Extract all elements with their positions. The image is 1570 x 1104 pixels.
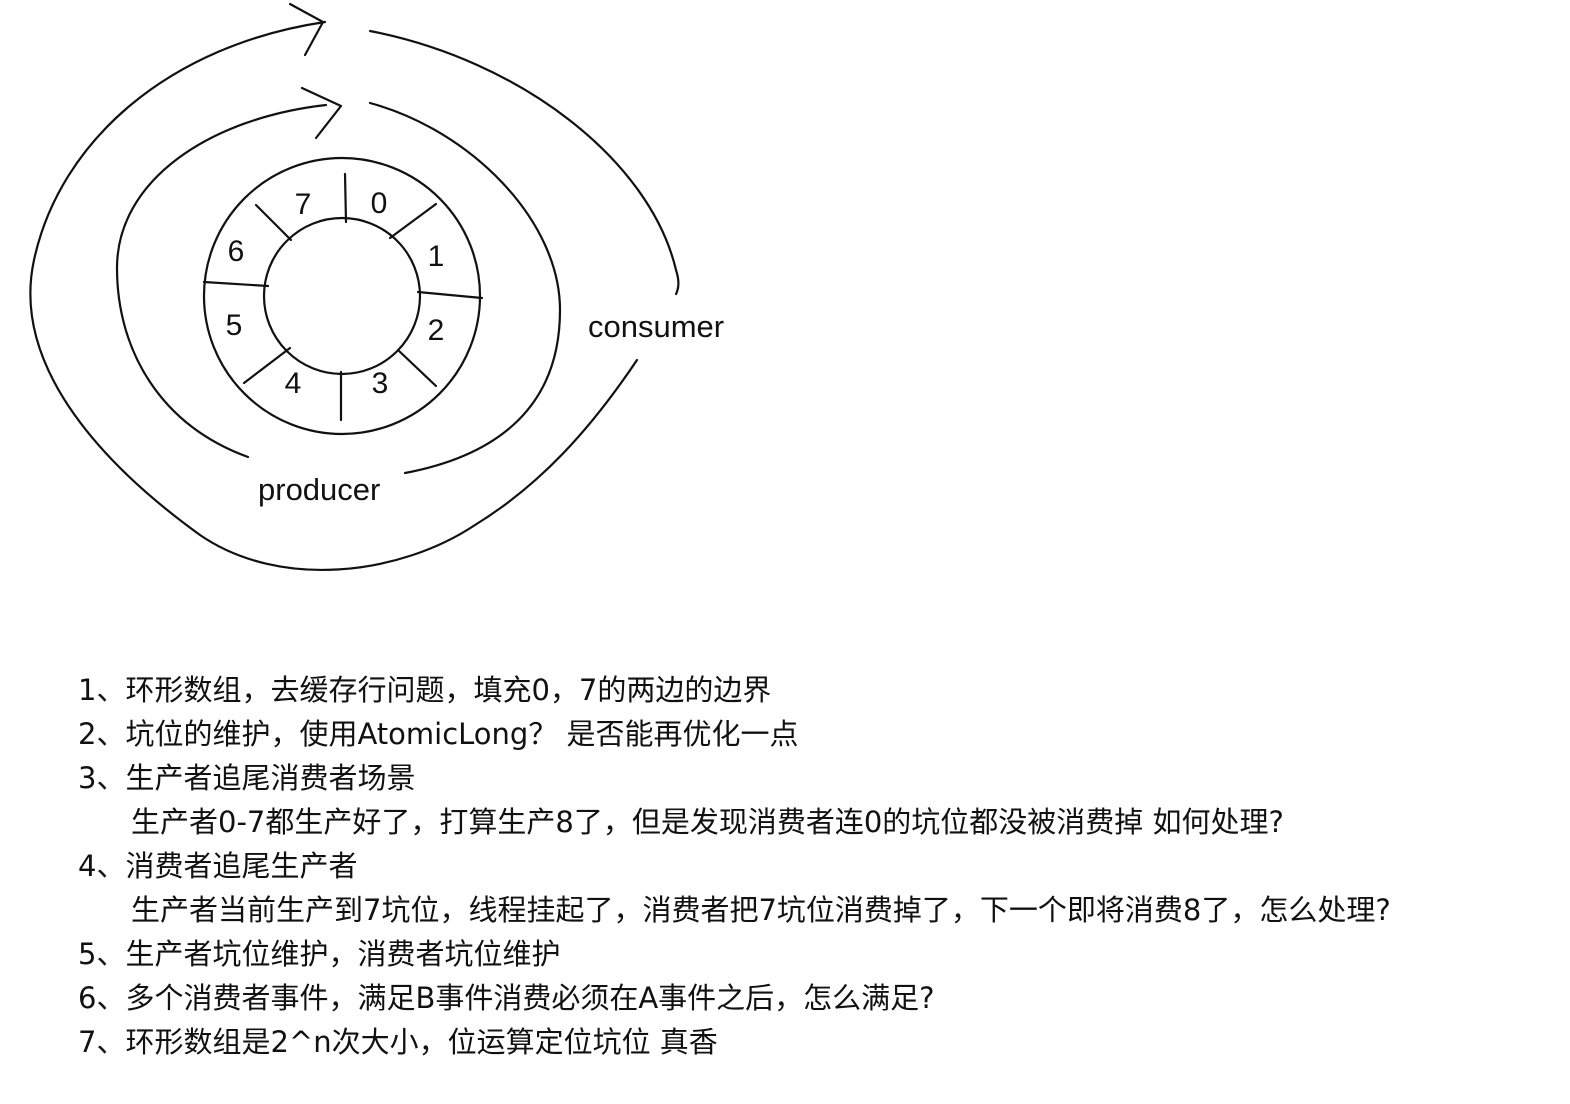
slot-label-3: 3 [372,367,389,400]
note-item: 6、多个消费者事件，满足B事件消费必须在A事件之后，怎么满足? [78,981,935,1015]
slot-label-7: 7 [295,188,312,221]
note-item: 4、消费者追尾生产者 [78,849,358,883]
consumer-arrowhead [288,2,325,57]
slot-label-5: 5 [226,309,243,342]
slot-label-2: 2 [428,314,445,347]
note-subitem: 生产者0-7都生产好了，打算生产8了，但是发现消费者连0的坑位都没被消费掉 如何… [131,805,1284,839]
ring-outer-circle [202,156,482,436]
note-subitem: 生产者当前生产到7坑位，线程挂起了，消费者把7坑位消费掉了，下一个即将消费8了，… [131,893,1391,927]
producer-label: producer [258,472,380,507]
producer-arrow-path-right [368,101,562,475]
ring-buffer-diagram: 0 1 2 3 4 5 6 7 consumer producer [29,2,724,572]
note-item: 2、坑位的维护，使用AtomicLong？ 是否能再优化一点 [78,717,799,751]
slot-label-4: 4 [285,367,302,400]
note-item: 1、环形数组，去缓存行问题，填充0，7的两边的边界 [78,673,772,707]
producer-arrow-path [115,103,328,459]
note-item: 5、生产者坑位维护，消费者坑位维护 [78,937,561,971]
notes-list: 1、环形数组，去缓存行问题，填充0，7的两边的边界 2、坑位的维护，使用Atom… [78,668,1558,1064]
slot-label-1: 1 [428,240,445,273]
slot-label-0: 0 [371,187,388,220]
slot-label-6: 6 [228,235,245,268]
producer-arrowhead [300,86,343,140]
note-item: 7、环形数组是2^n次大小，位运算定位坑位 真香 [78,1025,718,1059]
note-item: 3、生产者追尾消费者场景 [78,761,416,795]
consumer-label: consumer [588,309,724,344]
slot-dividers [202,172,484,422]
consumer-arrow-path-top [368,29,680,296]
consumer-arrow-path [29,20,639,572]
